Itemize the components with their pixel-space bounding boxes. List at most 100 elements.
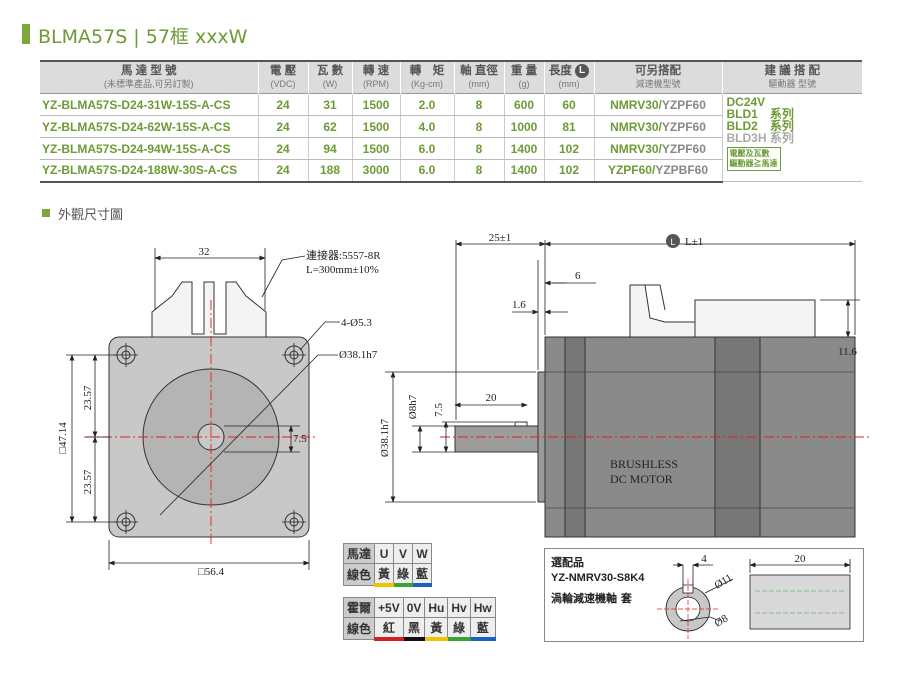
- option-title: 選配品: [551, 556, 584, 569]
- dim-mounting-holes: 4-Ø5.3: [341, 317, 372, 329]
- sleeve-inner-diameter: Ø8: [713, 612, 731, 629]
- table-row: YZ-BLMA57S-D24-62W-15S-A-CS 24 62 1500 4…: [40, 115, 862, 139]
- header-weight: 重 量(g): [503, 61, 544, 94]
- table-row: YZ-BLMA57S-D24-31W-15S-A-CS 24 31 1500 2…: [40, 93, 862, 183]
- header-reducer: 可另搭配減速機型號: [593, 61, 722, 94]
- cell-torque: 4.0: [399, 115, 454, 139]
- cell-watt: 31: [307, 93, 352, 117]
- header-model: 馬 達 型 號(未標準產品,可另訂製): [40, 61, 258, 94]
- wire-hw: Hw: [469, 597, 496, 618]
- wire-0v: 0V: [402, 597, 426, 618]
- connector-length: L=300mm±10%: [306, 264, 379, 276]
- cell-rpm: 1500: [351, 137, 400, 161]
- header-shaft: 軸 直徑(mm): [453, 61, 504, 94]
- option-model: YZ-NMRV30-S8K4: [551, 572, 645, 584]
- title-accent-bar: [22, 24, 30, 44]
- cell-shaft: 8: [453, 137, 504, 161]
- dim-flange-thickness: 1.6: [512, 299, 526, 311]
- recommend-note-box: 電壓及瓦數驅動器≧馬達: [726, 147, 781, 172]
- sleeve-length: 20: [795, 553, 807, 565]
- hall-color-label: 線色: [342, 617, 376, 640]
- sleeve-key-width: 4: [701, 553, 707, 565]
- cell-shaft: 8: [453, 159, 504, 183]
- wire-hu-color: 黃: [424, 617, 449, 641]
- length-badge-icon: [666, 234, 680, 248]
- dim-shaft-diameter: Ø8h7: [407, 394, 419, 419]
- header-driver: 建 議 搭 配驅動器 型號: [721, 61, 862, 94]
- cell-voltage: 24: [257, 137, 308, 161]
- page-title: BLMA57S | 57框 xxxW: [38, 26, 248, 48]
- cell-torque: 2.0: [399, 93, 454, 117]
- motor-color-label: 線色: [342, 563, 376, 586]
- cell-reducer: NMRV30/YZPF60: [593, 93, 722, 117]
- dim-shaft-flat: 7.5: [293, 433, 307, 445]
- length-badge-icon: L: [575, 64, 590, 78]
- motor-label-line2: DC MOTOR: [610, 472, 673, 486]
- motor-label-line1: BRUSHLESS: [610, 457, 678, 471]
- header-watt: 瓦 數(W): [307, 61, 352, 94]
- dim-pilot-diameter: Ø38.1h7: [339, 349, 378, 361]
- header-torque: 轉 矩(Kg-cm): [399, 61, 454, 94]
- wire-5v-color: 紅: [374, 617, 404, 641]
- dim-body-length: L±1: [685, 236, 703, 248]
- dim-hole-pitch: □47.14: [57, 422, 69, 454]
- header-voltage: 電 壓(VDC): [257, 61, 308, 94]
- cell-length: 81: [543, 115, 594, 139]
- front-view: 32 連接器:5557-8R L=300mm±10% 4-Ø5.3 Ø38.1h…: [57, 246, 381, 578]
- cell-torque: 6.0: [399, 159, 454, 183]
- table-row: YZ-BLMA57S-D24-188W-30S-A-CS 24 188 3000…: [40, 159, 862, 183]
- cell-voltage: 24: [257, 93, 308, 117]
- wire-5v: +5V: [374, 597, 404, 618]
- dim-half-lower: 23.57: [82, 469, 94, 494]
- spec-table: 馬 達 型 號(未標準產品,可另訂製) 電 壓(VDC) 瓦 數(W) 轉 速(…: [40, 60, 862, 183]
- section-title: 外觀尺寸圖: [58, 208, 124, 223]
- wire-hv-color: 綠: [447, 617, 471, 641]
- dim-pilot-length: 6: [575, 270, 581, 282]
- cell-torque: 6.0: [399, 137, 454, 161]
- header-rpm: 轉 速(RPM): [351, 61, 400, 94]
- table-row: YZ-BLMA57S-D24-94W-15S-A-CS 24 94 1500 6…: [40, 137, 862, 161]
- header-length: 長度 L(mm): [543, 61, 594, 94]
- cell-watt: 94: [307, 137, 352, 161]
- cell-rpm: 1500: [351, 115, 400, 139]
- wire-u: U: [374, 543, 395, 564]
- wire-hu: Hu: [424, 597, 449, 618]
- cell-watt: 62: [307, 115, 352, 139]
- wire-hw-color: 藍: [469, 617, 496, 641]
- side-view: 25±1 L L±1 6 1.6 11.6 20 Ø8h7 7.5 Ø38.1h…: [379, 232, 870, 538]
- cell-shaft: 8: [453, 115, 504, 139]
- cell-voltage: 24: [257, 115, 308, 139]
- wire-v-color: 綠: [393, 563, 414, 587]
- length-badge-text: L: [670, 237, 675, 247]
- cell-model: YZ-BLMA57S-D24-94W-15S-A-CS: [40, 137, 258, 161]
- cell-rpm: 1500: [351, 93, 400, 117]
- cell-weight: 1400: [503, 137, 544, 161]
- dim-frame-width: □56.4: [198, 566, 224, 578]
- dim-shaft-length: 25±1: [489, 232, 512, 244]
- sleeve-outer-diameter: Ø11: [713, 572, 735, 592]
- motor-wire-label: 馬達: [342, 543, 376, 564]
- section-accent-square: [42, 209, 50, 217]
- cell-length: 60: [543, 93, 594, 117]
- cell-rpm: 3000: [351, 159, 400, 183]
- option-box: 選配品 YZ-NMRV30-S8K4 渦輪減速機軸 套 4 Ø11 Ø8 20: [544, 548, 864, 642]
- cell-watt: 188: [307, 159, 352, 183]
- wire-hv: Hv: [447, 597, 471, 618]
- cell-shaft: 8: [453, 93, 504, 117]
- cell-reducer: YZPF60/YZPBF60: [593, 159, 722, 183]
- connector-label: 連接器:5557-8R: [306, 248, 381, 262]
- dim-key-height: 7.5: [433, 403, 445, 417]
- motor-wire-table: 馬達 U V W 線色 黃 綠 藍: [342, 543, 433, 587]
- wire-w-color: 藍: [412, 563, 433, 587]
- cell-reducer: NMRV30/YZPF60: [593, 115, 722, 139]
- wire-v: V: [393, 543, 414, 564]
- sleeve-drawing: 4 Ø11 Ø8 20: [657, 553, 851, 639]
- cell-voltage: 24: [257, 159, 308, 183]
- cell-weight: 1000: [503, 115, 544, 139]
- wire-u-color: 黃: [374, 563, 395, 587]
- wire-w: W: [412, 543, 433, 564]
- cell-weight: 1400: [503, 159, 544, 183]
- cell-reducer: NMRV30/YZPF60: [593, 137, 722, 161]
- dim-cable-height: 11.6: [838, 346, 857, 358]
